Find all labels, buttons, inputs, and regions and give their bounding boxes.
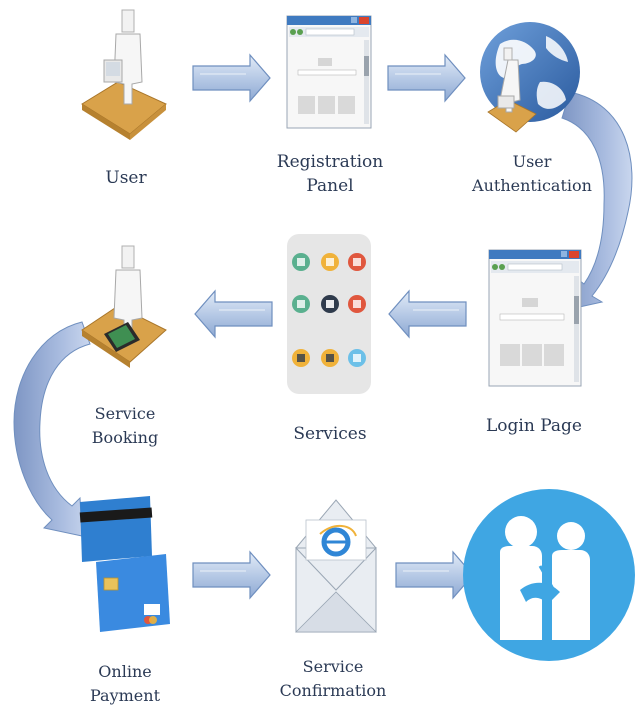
node-label-confirmation: Service Confirmation — [279, 657, 387, 700]
node-label-registration: Registration Panel — [276, 152, 384, 196]
globe-user-icon — [480, 22, 580, 133]
curved-arrow-authentication-login — [561, 91, 633, 311]
node-label-user: User — [105, 168, 147, 188]
browser-window-icon — [286, 15, 372, 129]
node-label-login: Login Page — [486, 416, 582, 436]
browser-window-icon — [488, 249, 582, 387]
arrow-registration-authentication — [387, 53, 466, 103]
node-label-booking: Service Booking — [91, 404, 159, 447]
credit-cards-icon — [79, 496, 170, 632]
arrow-user-registration — [192, 53, 271, 103]
arrow-login-services — [388, 289, 467, 339]
email-envelope-icon — [294, 499, 378, 633]
user-desk-icon — [81, 9, 167, 140]
arrow-services-booking — [194, 289, 273, 339]
arrow-payment-confirmation — [192, 550, 271, 600]
node-label-authentication: User Authentication — [472, 152, 592, 195]
curved-arrow-booking-payment — [13, 321, 91, 537]
handshake-icon — [463, 489, 635, 661]
arrow-confirmation-handshake — [395, 550, 474, 600]
services-grid-icon — [287, 234, 371, 394]
user-tablet-icon — [81, 245, 167, 368]
node-label-services: Services — [293, 424, 367, 444]
node-label-payment: Online Payment — [90, 662, 160, 705]
